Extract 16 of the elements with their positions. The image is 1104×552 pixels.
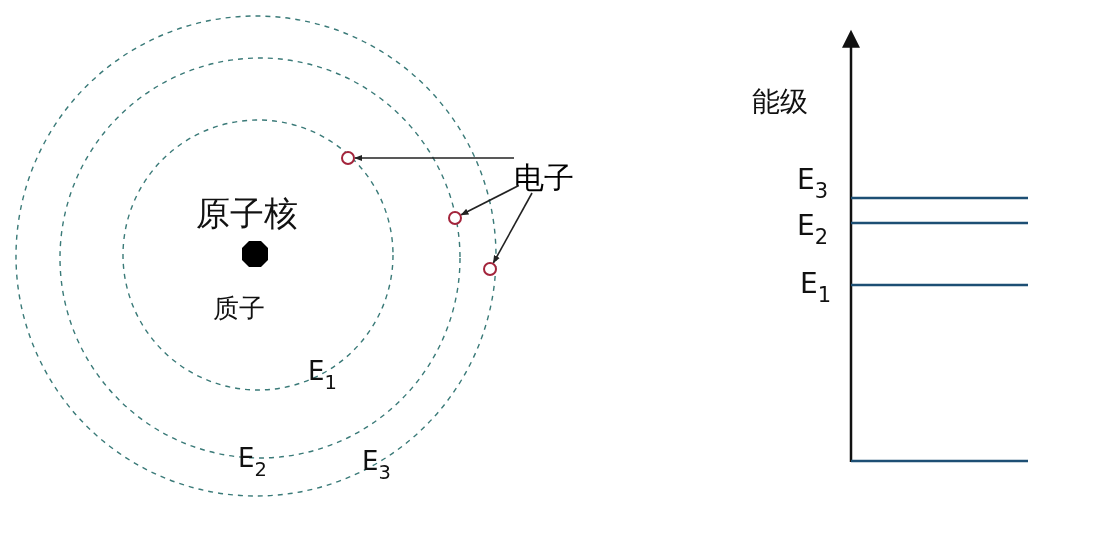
level-label: E$_{2}$ [797, 212, 829, 249]
arrow [492, 192, 533, 264]
proton-label: 质子 [213, 295, 265, 321]
arrow [460, 184, 520, 216]
level-label: E$_{1}$ [800, 270, 832, 307]
level-label: E$_{3}$ [797, 166, 829, 203]
electron-circle [341, 151, 355, 165]
electron-label: 电子 [514, 163, 574, 193]
orbit-label: E$_{2}$ [238, 445, 267, 480]
arrow [354, 154, 515, 162]
axis-label: 能级 [752, 88, 808, 116]
nucleus-label: 原子核 [196, 196, 298, 230]
electron-circle [448, 211, 462, 225]
orbit-label: E$_{1}$ [308, 358, 337, 393]
orbit-label: E$_{3}$ [362, 448, 391, 483]
electron-circle [483, 262, 497, 276]
